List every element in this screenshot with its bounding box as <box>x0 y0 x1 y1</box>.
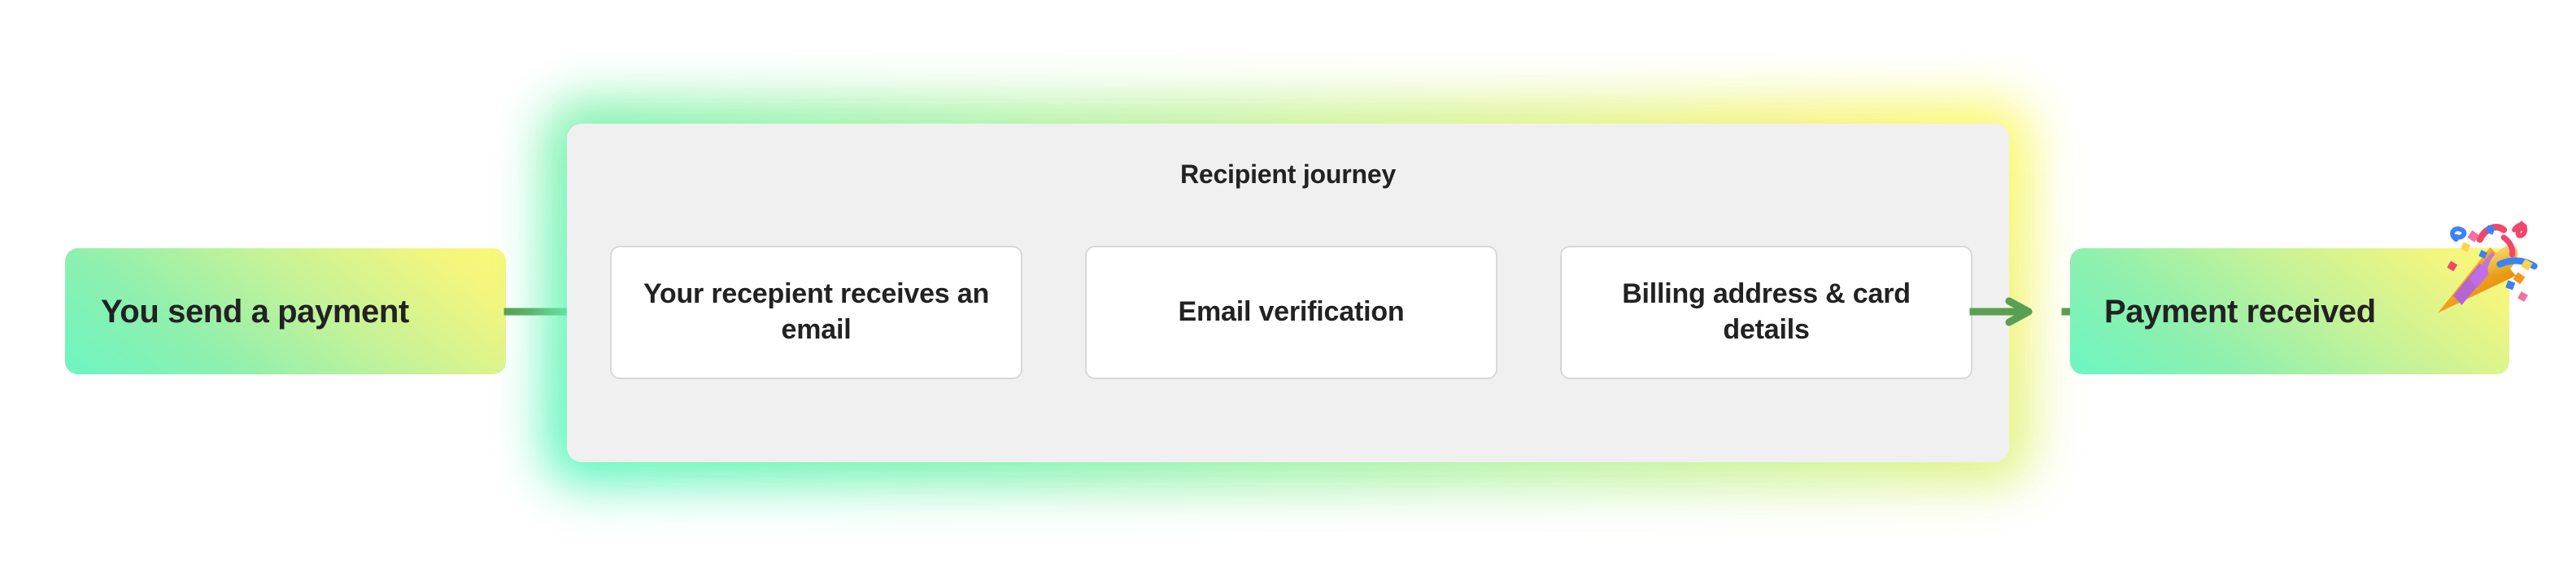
party-popper-icon <box>2420 205 2542 327</box>
journey-step-card-email-received: Your recepient receives an email <box>610 246 1022 379</box>
journey-step-label: Your recepient receives an email <box>643 278 990 345</box>
flow-step-label: Payment received <box>2104 293 2376 330</box>
journey-step-card-billing-details: Billing address & card details <box>1560 246 1972 379</box>
recipient-journey-panel: Recipient journey Your recepient receive… <box>544 101 2125 485</box>
recipient-journey-title: Recipient journey <box>1179 159 1397 189</box>
recipient-journey-surface: Recipient journey Your recepient receive… <box>567 124 2125 462</box>
journey-step-card-email-verification: Email verification <box>1085 246 1497 379</box>
flow-step-label: You send a payment <box>101 293 409 330</box>
flow-step-you-send-a-payment: You send a payment <box>65 248 506 374</box>
journey-step-label: Billing address & card details <box>1622 278 1911 345</box>
journey-step-label: Email verification <box>1178 296 1405 328</box>
arrow-journey-to-end-icon <box>1969 297 2033 326</box>
flow-step-payment-received: Payment received <box>2070 248 2509 374</box>
